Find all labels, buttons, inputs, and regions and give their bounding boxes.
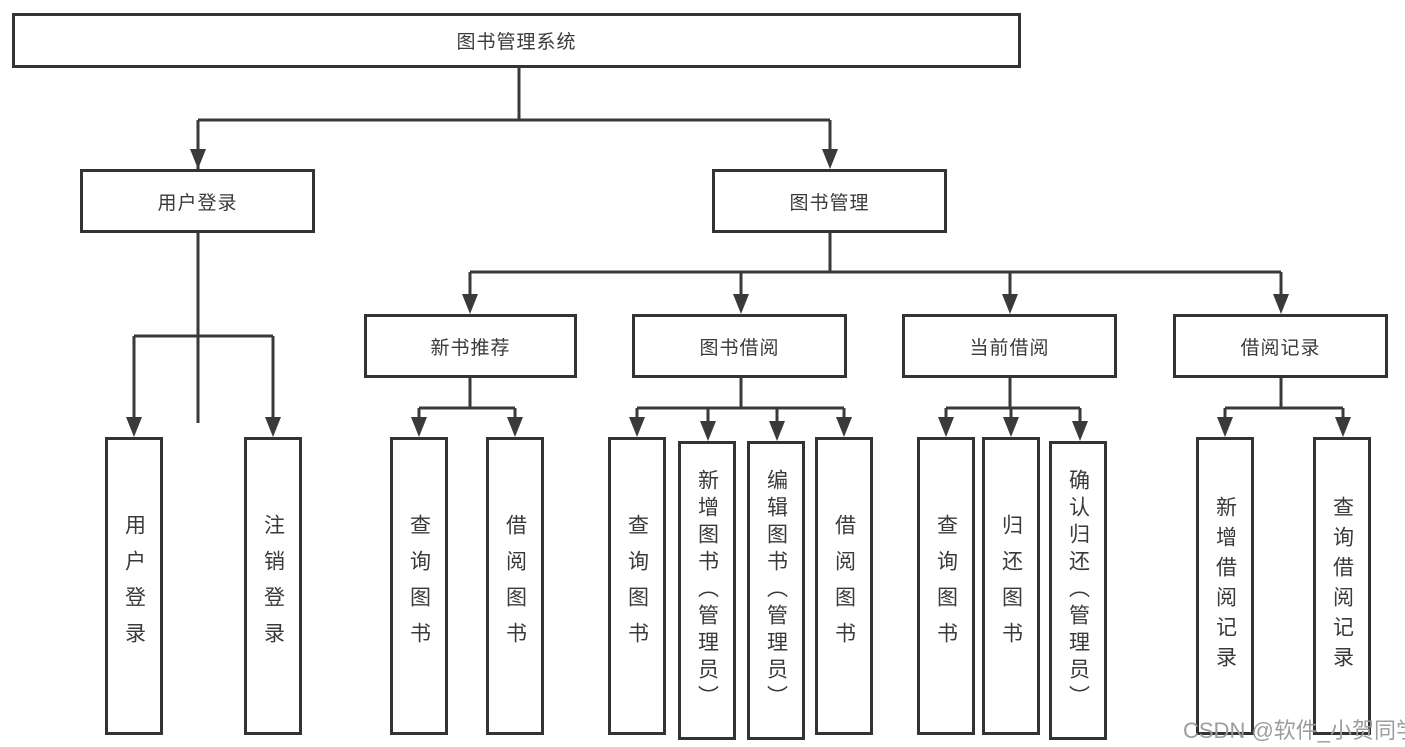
node-root: 图书管理系统 (12, 13, 1021, 68)
leaf-bb-query-books-label: 查询图书 (625, 514, 649, 658)
leaf-bb-edit-books-admin-label: 编辑图书（管理员） (764, 469, 788, 712)
node-current-borrowing: 当前借阅 (902, 314, 1117, 378)
leaf-cb-confirm-return-admin: 确认归还（管理员） (1049, 441, 1107, 740)
node-book-borrowing: 图书借阅 (632, 314, 847, 378)
leaf-br-add-borrow-record: 新增借阅记录 (1196, 437, 1254, 735)
leaf-bb-add-books-admin-label: 新增图书（管理员） (695, 469, 719, 712)
leaf-bb-borrow-books-label: 借阅图书 (832, 514, 856, 658)
node-user-login-label: 用户登录 (157, 192, 238, 214)
node-new-book-recommend: 新书推荐 (364, 314, 577, 378)
node-book-borrowing-label: 图书借阅 (699, 337, 780, 359)
leaf-bb-borrow-books: 借阅图书 (815, 437, 873, 735)
leaf-bb-query-books: 查询图书 (608, 437, 666, 735)
node-borrowing-records-label: 借阅记录 (1240, 337, 1321, 359)
node-book-management-label: 图书管理 (789, 192, 870, 214)
leaf-cb-query-books-label: 查询图书 (934, 514, 958, 658)
leaf-bb-edit-books-admin: 编辑图书（管理员） (747, 441, 805, 740)
leaf-logout-login: 注销登录 (244, 437, 302, 735)
csdn-watermark: CSDN @软件_小贺同学 (1183, 718, 1405, 743)
leaf-cb-return-books-label: 归还图书 (999, 514, 1023, 658)
node-current-borrowing-label: 当前借阅 (969, 337, 1050, 359)
leaf-cb-confirm-return-admin-label: 确认归还（管理员） (1066, 469, 1090, 712)
node-new-book-recommend-label: 新书推荐 (430, 337, 511, 359)
node-root-label: 图书管理系统 (456, 32, 577, 53)
leaf-nbr-query-books-label: 查询图书 (407, 514, 431, 658)
leaf-logout-login-label: 注销登录 (261, 514, 285, 658)
leaf-br-query-borrow-record: 查询借阅记录 (1313, 437, 1371, 735)
node-borrowing-records: 借阅记录 (1173, 314, 1388, 378)
node-user-login: 用户登录 (80, 169, 315, 233)
leaf-bb-add-books-admin: 新增图书（管理员） (678, 441, 736, 740)
leaf-br-add-borrow-record-label: 新增借阅记录 (1213, 496, 1237, 676)
leaf-cb-query-books: 查询图书 (917, 437, 975, 735)
leaf-nbr-borrow-books: 借阅图书 (486, 437, 544, 735)
leaf-user-login: 用户登录 (105, 437, 163, 735)
leaf-cb-return-books: 归还图书 (982, 437, 1040, 735)
leaf-nbr-query-books: 查询图书 (390, 437, 448, 735)
leaf-user-login-label: 用户登录 (122, 514, 146, 658)
node-book-management: 图书管理 (712, 169, 947, 233)
leaf-br-query-borrow-record-label: 查询借阅记录 (1330, 496, 1354, 676)
leaf-nbr-borrow-books-label: 借阅图书 (503, 514, 527, 658)
